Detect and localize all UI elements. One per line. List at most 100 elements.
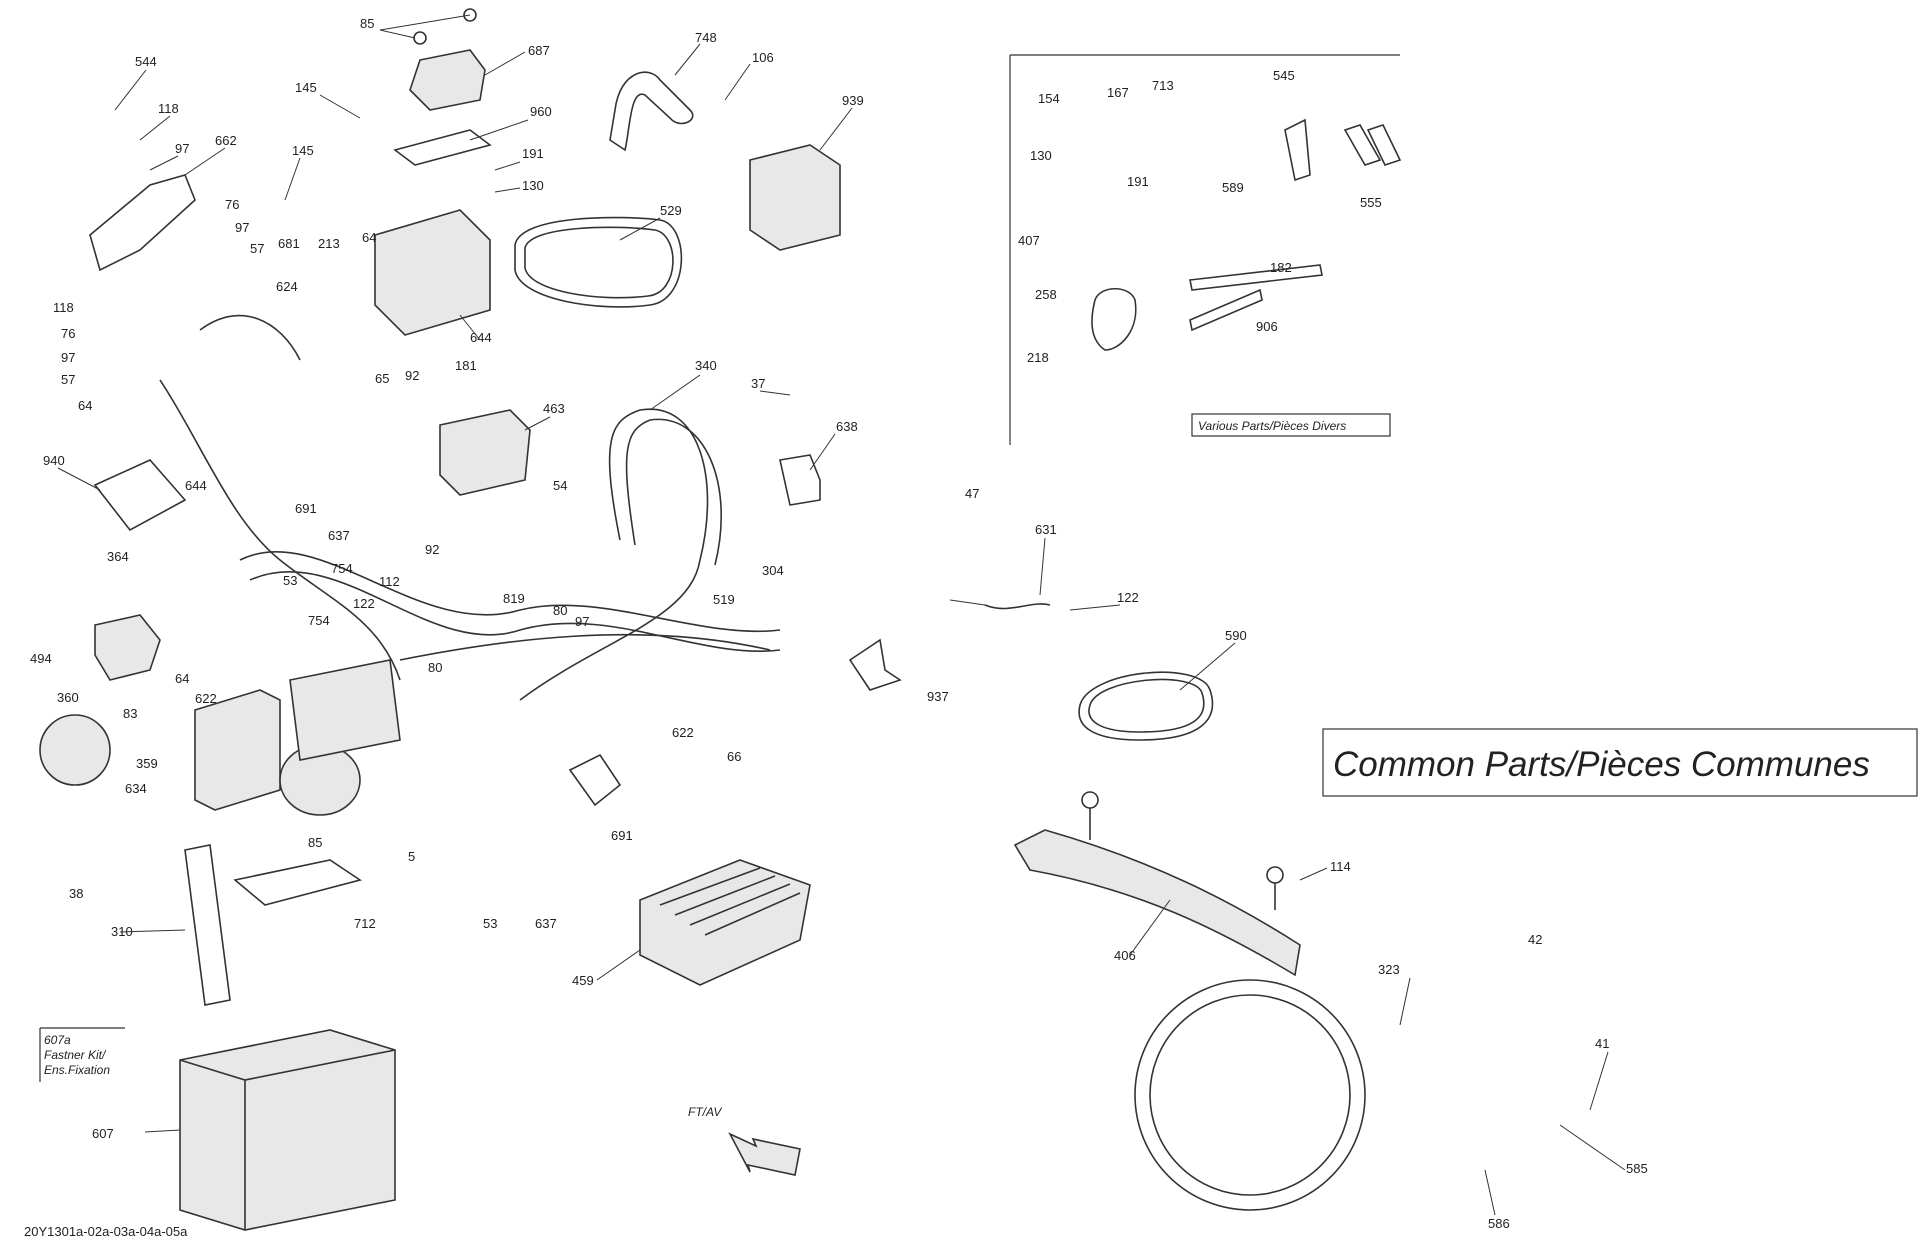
callout: 638 xyxy=(836,419,858,434)
callout: 145 xyxy=(295,80,317,95)
callout: 644 xyxy=(185,478,207,493)
callout: 85 xyxy=(360,16,374,31)
callout-labels: 85 687 748 106 939 544 145 960 118 97 66… xyxy=(30,16,1648,1231)
callout: 167 xyxy=(1107,85,1129,100)
callout: 624 xyxy=(276,279,298,294)
callout: 182 xyxy=(1270,260,1292,275)
callout: 589 xyxy=(1222,180,1244,195)
callout: 754 xyxy=(308,613,330,628)
callout: 622 xyxy=(195,691,217,706)
callout: 130 xyxy=(1030,148,1052,163)
callout: 53 xyxy=(483,916,497,931)
callout: 122 xyxy=(1117,590,1139,605)
callout: 364 xyxy=(107,549,129,564)
callout: 407 xyxy=(1018,233,1040,248)
callout: 463 xyxy=(543,401,565,416)
callout: 748 xyxy=(695,30,717,45)
callout: 360 xyxy=(57,690,79,705)
callout: 114 xyxy=(1330,859,1351,874)
callout: 622 xyxy=(672,725,694,740)
callout: 106 xyxy=(752,50,774,65)
leader-lines xyxy=(57,14,1626,1216)
callout: 545 xyxy=(1273,68,1295,83)
direction-arrow: FT/AV xyxy=(688,1105,801,1176)
callout: 64 xyxy=(175,671,189,686)
callout: 57 xyxy=(61,372,75,387)
callout: 754 xyxy=(331,561,353,576)
drawing-code: 20Y1301a-02a-03a-04a-05a xyxy=(24,1224,188,1239)
callout: 529 xyxy=(660,203,682,218)
callout: 637 xyxy=(535,916,557,931)
callout: 37 xyxy=(751,376,765,391)
part-drawings xyxy=(39,8,1402,1231)
callout: 57 xyxy=(250,241,264,256)
callout: 54 xyxy=(553,478,567,493)
callout: 92 xyxy=(405,368,419,383)
callout: 97 xyxy=(175,141,189,156)
callout: 459 xyxy=(572,973,594,988)
callout: 97 xyxy=(575,614,589,629)
callout: 687 xyxy=(528,43,550,58)
callout: 92 xyxy=(425,542,439,557)
callout: 80 xyxy=(428,660,442,675)
callout: 64 xyxy=(78,398,92,413)
callout: 218 xyxy=(1027,350,1049,365)
callout: 76 xyxy=(61,326,75,341)
callout: 53 xyxy=(283,573,297,588)
callout: 258 xyxy=(1035,287,1057,302)
svg-text:FT/AV: FT/AV xyxy=(688,1105,722,1119)
callout: 712 xyxy=(354,916,376,931)
callout: 713 xyxy=(1152,78,1174,93)
callout: 47 xyxy=(965,486,979,501)
callout: 80 xyxy=(553,603,567,618)
callout: 65 xyxy=(375,371,389,386)
callout: 940 xyxy=(43,453,65,468)
diagram-title: Common Parts/Pièces Communes xyxy=(1333,745,1870,784)
callout: 5 xyxy=(408,849,415,864)
callout: 122 xyxy=(353,596,375,611)
callout: 590 xyxy=(1225,628,1247,643)
callout: 213 xyxy=(318,236,340,251)
callout: 406 xyxy=(1114,948,1136,963)
callout: 181 xyxy=(455,358,477,373)
callout: 494 xyxy=(30,651,52,666)
callout: 340 xyxy=(695,358,717,373)
callout: 145 xyxy=(292,143,314,158)
inset-caption: Various Parts/Pièces Divers xyxy=(1198,419,1346,433)
callout: 66 xyxy=(727,749,741,764)
various-parts-inset: Various Parts/Pièces Divers xyxy=(1009,54,1400,445)
callout: 97 xyxy=(235,220,249,235)
callout: 906 xyxy=(1256,319,1278,334)
callout: 631 xyxy=(1035,522,1057,537)
callout: 960 xyxy=(530,104,552,119)
callout: 112 xyxy=(379,574,400,589)
callout: 97 xyxy=(61,350,75,365)
callout: 544 xyxy=(135,54,157,69)
callout: 130 xyxy=(522,178,544,193)
callout: 519 xyxy=(713,592,735,607)
callout: 76 xyxy=(225,197,239,212)
svg-text:607a: 607a xyxy=(44,1033,71,1047)
callout: 191 xyxy=(1127,174,1149,189)
callout: 819 xyxy=(503,591,525,606)
callout: 118 xyxy=(53,300,74,315)
callout: 691 xyxy=(295,501,317,516)
callout: 359 xyxy=(136,756,158,771)
callout: 681 xyxy=(278,236,300,251)
fastener-kit-note: 607a Fastner Kit/ Ens.Fixation xyxy=(39,1027,125,1082)
title-box: Common Parts/Pièces Communes xyxy=(1322,728,1918,797)
callout: 939 xyxy=(842,93,864,108)
callout: 691 xyxy=(611,828,633,843)
callout: 607 xyxy=(92,1126,114,1141)
callout: 83 xyxy=(123,706,137,721)
callout: 191 xyxy=(522,146,544,161)
callout: 637 xyxy=(328,528,350,543)
svg-text:Fastner Kit/: Fastner Kit/ xyxy=(44,1048,107,1062)
callout: 323 xyxy=(1378,962,1400,977)
callout: 555 xyxy=(1360,195,1382,210)
callout: 585 xyxy=(1626,1161,1648,1176)
callout: 41 xyxy=(1595,1036,1609,1051)
callout: 662 xyxy=(215,133,237,148)
callout: 64 xyxy=(362,230,376,245)
